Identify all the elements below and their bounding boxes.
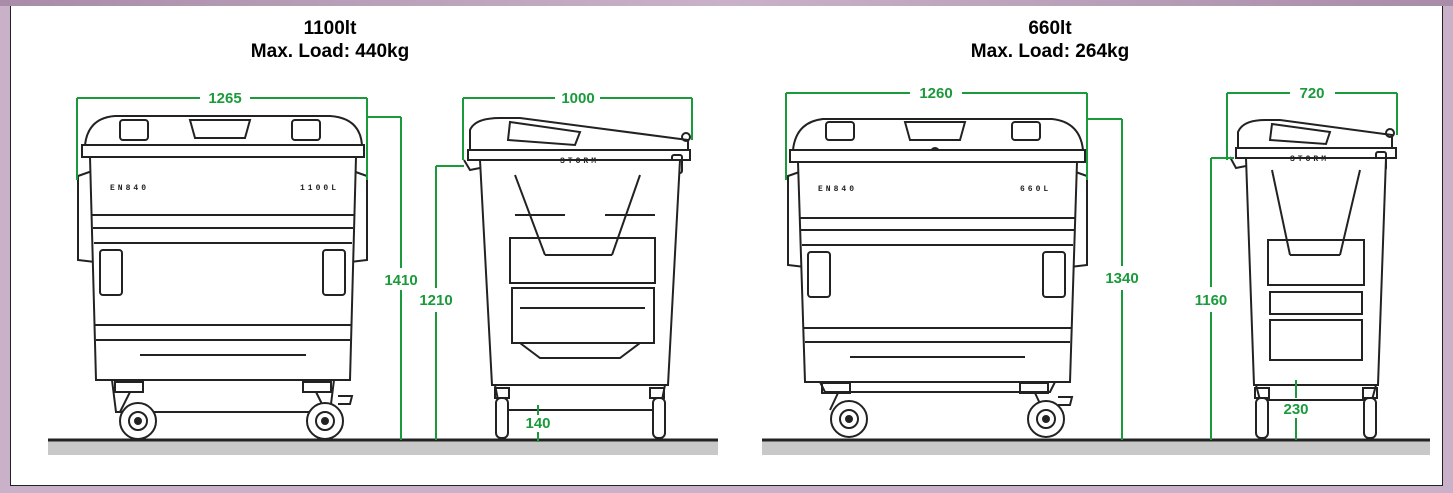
rim-height-label-1100: 1210	[419, 292, 452, 309]
total-height-label-1100: 1410	[384, 272, 417, 289]
dimensions-1100	[76, 97, 693, 442]
rim-height-label-660: 1160	[1195, 292, 1228, 309]
side-brand-1100: STORM	[560, 157, 599, 166]
clearance-label-1100: 140	[525, 415, 550, 432]
panel-1100-title: 1100lt	[303, 18, 357, 39]
left-border	[0, 6, 10, 493]
side-brand-660: STORM	[1290, 155, 1329, 164]
front-view-bin-1100	[77, 115, 368, 440]
panel-660-drawing: EN840 660L	[762, 85, 1430, 455]
side-width-label-660: 720	[1299, 85, 1324, 102]
front-mark-right-1100: 1100L	[300, 184, 339, 193]
ground-plane-1100	[48, 440, 718, 455]
front-mark-left-1100: EN840	[110, 184, 149, 193]
panel-660-heading: 660lt Max. Load: 264kg	[890, 17, 1210, 63]
side-view-bin-660	[1229, 119, 1397, 439]
top-border	[0, 0, 1453, 6]
front-view-bin-660	[787, 118, 1088, 438]
panel-1100-subtitle: Max. Load: 440kg	[250, 41, 410, 62]
front-width-label-1100: 1265	[208, 90, 241, 107]
front-mark-left-660: EN840	[818, 185, 857, 194]
side-width-label-1100: 1000	[561, 90, 594, 107]
front-mark-right-660: 660L	[1020, 185, 1051, 194]
panel-660-subtitle: Max. Load: 264kg	[970, 41, 1130, 62]
side-view-bin-1100	[463, 117, 691, 439]
dimensions-660	[785, 92, 1398, 440]
bottom-border	[0, 486, 1453, 493]
panel-1100-drawing: EN840 1100L	[48, 90, 718, 455]
panel-660-title: 660lt	[1028, 18, 1072, 39]
front-width-label-660: 1260	[919, 85, 952, 102]
total-height-label-660: 1340	[1105, 270, 1138, 287]
ground-plane-660	[762, 440, 1430, 455]
right-border	[1443, 6, 1453, 493]
panel-1100-heading: 1100lt Max. Load: 440kg	[170, 17, 490, 63]
clearance-label-660: 230	[1283, 401, 1308, 418]
